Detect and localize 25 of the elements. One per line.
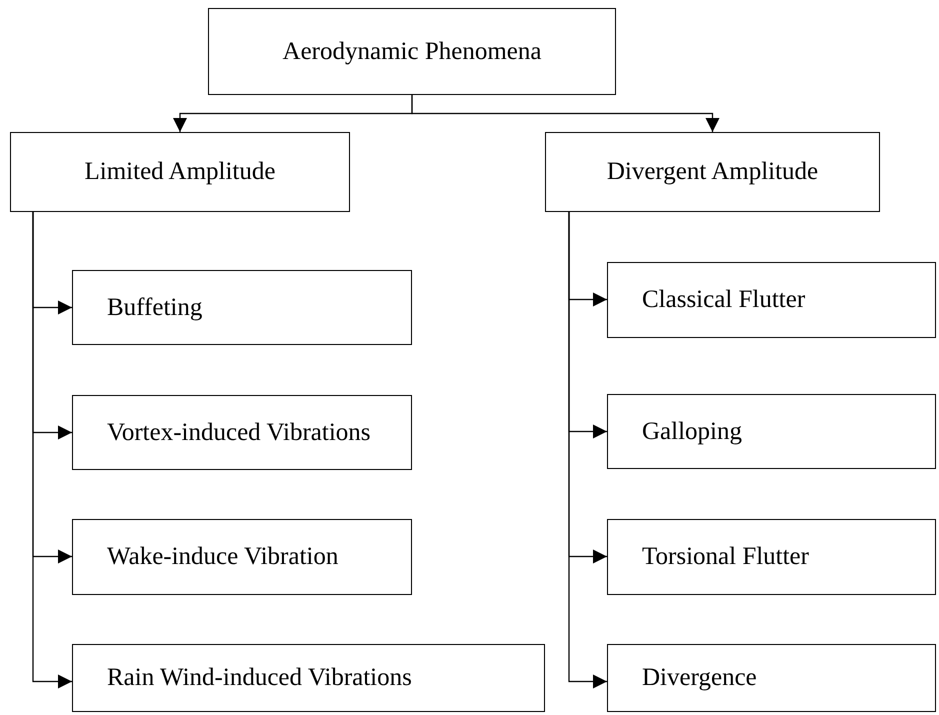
category-label: Divergent Amplitude — [606, 158, 818, 186]
category-label: Vortex-induced Vibrations — [107, 418, 371, 446]
category-box — [72, 519, 412, 595]
category-box — [10, 132, 350, 212]
arrow — [32, 212, 72, 688]
category-label: Galloping — [642, 418, 742, 446]
category-label: Classical Flutter — [642, 286, 806, 314]
category-label: Divergence — [642, 664, 757, 692]
category-label: Limited Amplitude — [84, 158, 276, 186]
category-label: Rain Wind-induced Vibrations — [107, 664, 412, 692]
category-box — [607, 519, 936, 595]
category-label: Wake-induce Vibration — [107, 543, 338, 571]
category-box — [545, 132, 880, 212]
category-box — [72, 395, 412, 470]
category-box — [72, 270, 412, 345]
category-label: Buffeting — [107, 294, 202, 322]
arrow — [568, 212, 607, 688]
category-box — [607, 644, 936, 712]
category-label: Aerodynamic Phenomena — [282, 38, 542, 66]
category-box — [208, 8, 616, 95]
category-box — [607, 262, 936, 338]
category-box — [72, 644, 545, 712]
arrow — [411, 95, 720, 132]
category-label: Torsional Flutter — [642, 543, 809, 571]
category-box — [607, 394, 936, 469]
